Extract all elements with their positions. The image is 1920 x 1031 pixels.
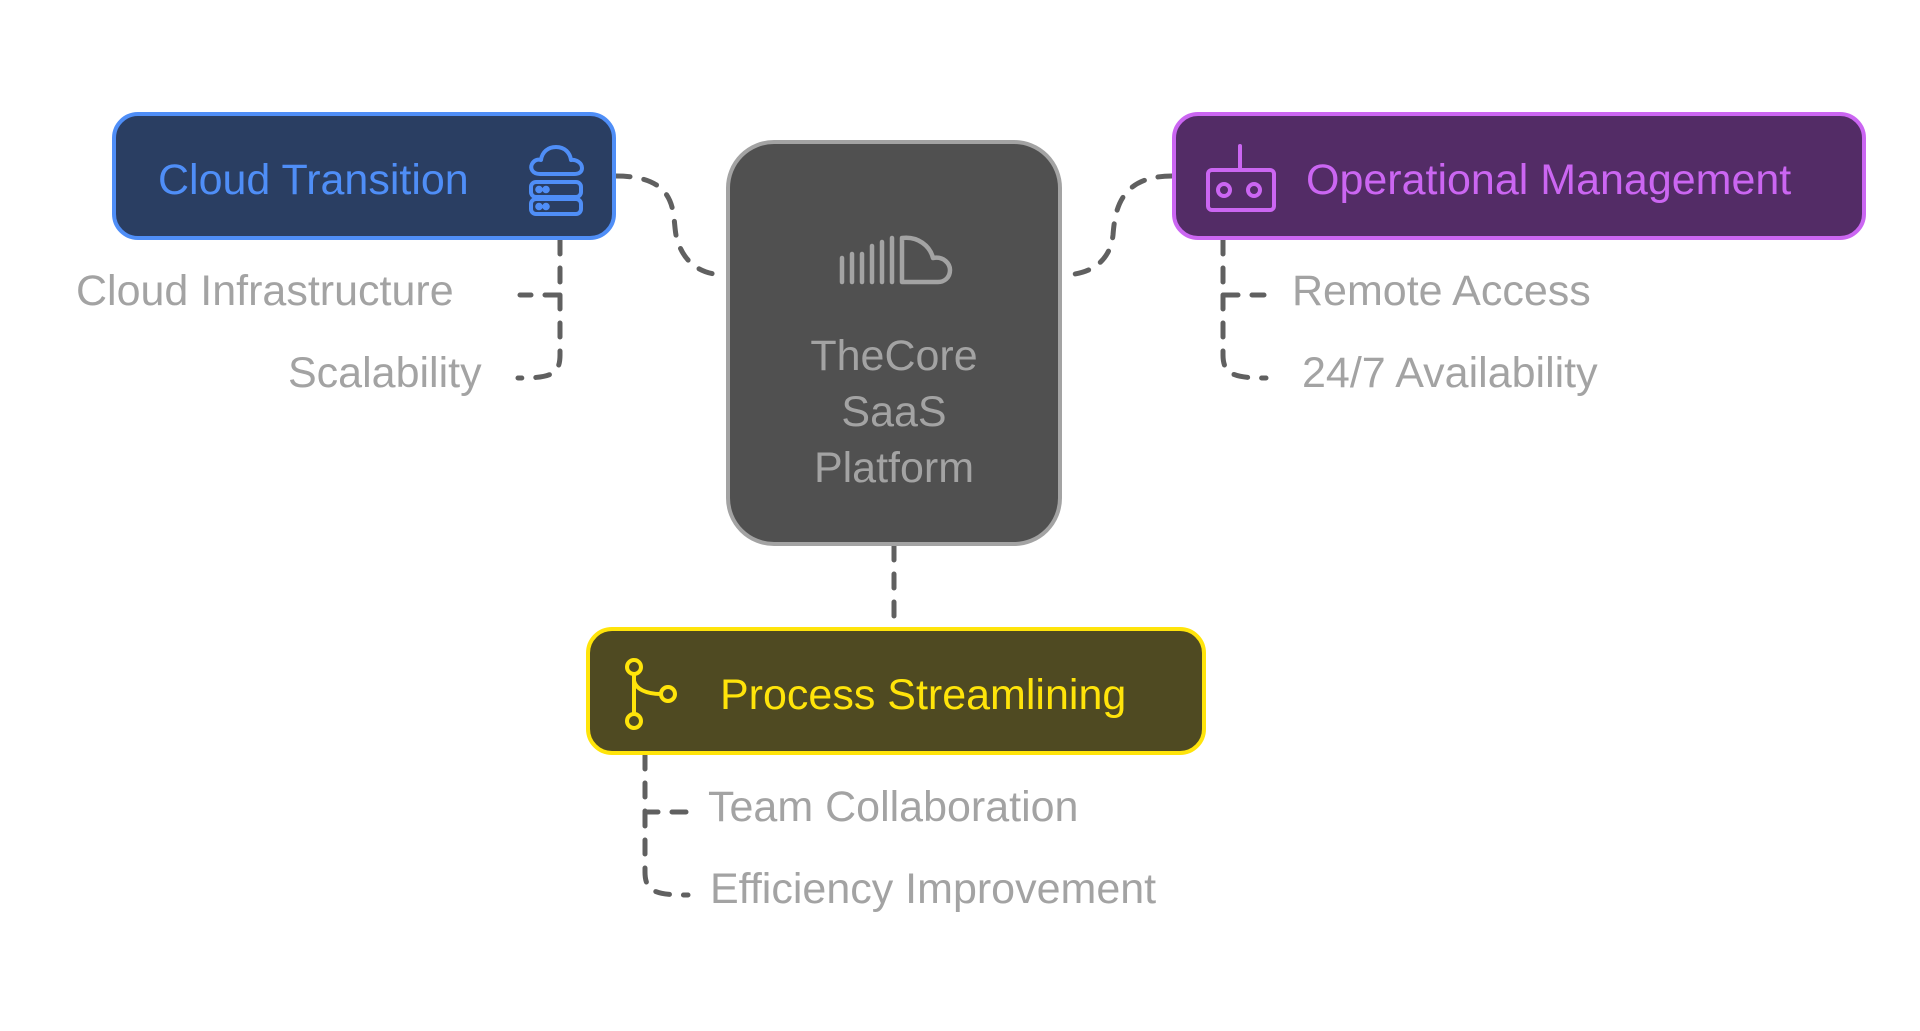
sub-item-scalability: Scalability [288, 349, 482, 397]
sub-item-efficiency-improvement: Efficiency Improvement [710, 865, 1157, 913]
sub-item-team-collaboration: Team Collaboration [708, 783, 1079, 831]
node-title: Process Streamlining [720, 671, 1127, 719]
connector-center-to-cloud-transition [613, 173, 729, 278]
node-cloud-transition[interactable]: Cloud Transition [112, 112, 616, 240]
connector-cloud-infrastructure [517, 237, 563, 298]
center-title-line: SaaS [841, 388, 947, 436]
node-title: Operational Management [1306, 156, 1792, 204]
center-title-line: TheCore [810, 332, 978, 380]
soundcloud-cloud-icon [838, 232, 954, 291]
connector-team-collaboration [642, 752, 689, 815]
connector-center-to-operational-management [1059, 173, 1175, 278]
node-process-streamlining[interactable]: Process Streamlining [586, 627, 1206, 755]
connector-remote-access [1220, 237, 1267, 298]
node-title: Cloud Transition [158, 156, 469, 204]
connector-24-7-availability [1220, 292, 1269, 381]
remote-control-icon [1204, 142, 1276, 219]
node-center-thecore-saas-platform[interactable]: TheCore SaaS Platform [726, 140, 1062, 546]
connector-scalability [515, 292, 563, 381]
sub-item-remote-access: Remote Access [1292, 267, 1591, 315]
sub-item-cloud-infrastructure: Cloud Infrastructure [76, 267, 454, 315]
center-title-line: Platform [813, 444, 975, 492]
center-title: TheCore SaaS Platform [730, 328, 1058, 496]
connector-efficiency-improvement [642, 809, 691, 898]
git-branch-icon [622, 657, 682, 738]
sub-item-24-7-availability: 24/7 Availability [1302, 349, 1598, 397]
node-operational-management[interactable]: Operational Management [1172, 112, 1866, 240]
cloud-server-icon [526, 142, 586, 223]
